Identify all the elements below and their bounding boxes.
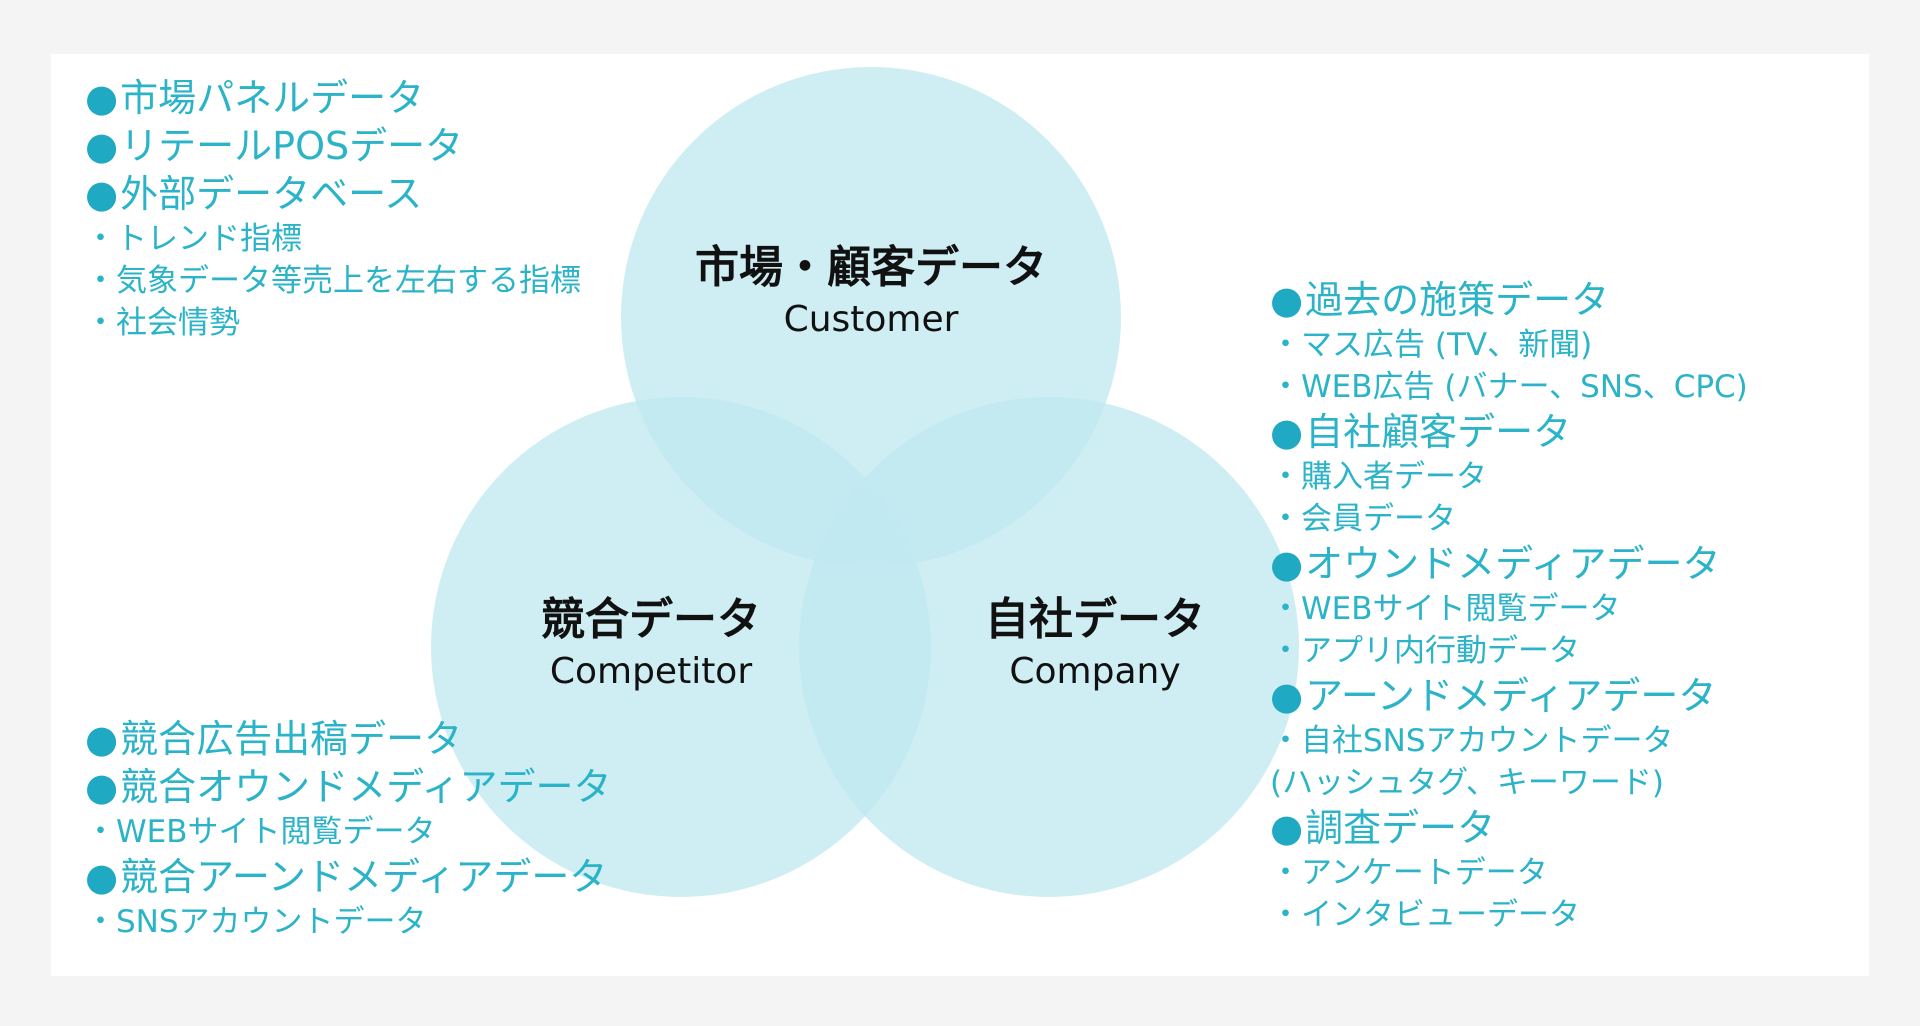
company-data-list: 過去の施策データ マス広告 (TV、新聞) WEB広告 (バナー、SNS、CPC… xyxy=(1270,276,1748,936)
list-item: トレンド指標 xyxy=(85,218,581,260)
list-heading: 競合アーンドメディアデータ xyxy=(85,853,612,901)
competitor-label: 競合データ Competitor xyxy=(541,592,761,696)
company-subtitle: Company xyxy=(1009,651,1181,692)
list-item: WEBサイト閲覧データ xyxy=(85,811,612,853)
competitor-data-list: 競合広告出稿データ 競合オウンドメディアデータ WEBサイト閲覧データ 競合アー… xyxy=(85,715,612,943)
list-item: 会員データ xyxy=(1270,498,1748,540)
competitor-title: 競合データ xyxy=(541,594,761,645)
competitor-subtitle: Competitor xyxy=(549,651,753,692)
list-heading: アーンドメディアデータ xyxy=(1270,672,1748,720)
list-item: WEBサイト閲覧データ xyxy=(1270,588,1748,630)
list-heading: 自社顧客データ xyxy=(1270,408,1748,456)
customer-data-list: 市場パネルデータ リテールPOSデータ 外部データベース トレンド指標 気象デー… xyxy=(85,74,581,344)
list-item: WEB広告 (バナー、SNS、CPC) xyxy=(1270,366,1748,408)
company-circle xyxy=(799,397,1299,897)
list-heading: 競合オウンドメディアデータ xyxy=(85,763,611,811)
list-item: 自社SNSアカウントデータ xyxy=(1270,720,1748,762)
list-item: インタビューデータ xyxy=(1270,894,1748,936)
customer-title: 市場・顧客データ xyxy=(695,242,1047,293)
list-heading: 調査データ xyxy=(1270,804,1748,852)
list-item: 購入者データ xyxy=(1270,456,1748,498)
list-item: 社会情勢 xyxy=(85,302,581,344)
list-heading: 競合広告出稿データ xyxy=(85,715,612,763)
list-item: マス広告 (TV、新聞) xyxy=(1270,324,1748,366)
list-heading: 市場パネルデータ xyxy=(85,74,581,122)
company-title: 自社データ xyxy=(985,594,1205,645)
list-heading: 過去の施策データ xyxy=(1270,276,1748,324)
company-label: 自社データ Company xyxy=(985,592,1205,696)
list-item: (ハッシュタグ、キーワード) xyxy=(1270,765,1665,801)
list-heading: リテールPOSデータ xyxy=(85,122,581,170)
customer-subtitle: Customer xyxy=(783,299,959,340)
list-item: 気象データ等売上を左右する指標 xyxy=(85,260,581,302)
list-item: アプリ内行動データ xyxy=(1270,630,1748,672)
list-item: SNSアカウントデータ xyxy=(85,901,612,943)
customer-label: 市場・顧客データ Customer xyxy=(695,240,1047,344)
list-heading: 外部データベース xyxy=(85,170,581,218)
list-heading: オウンドメディアデータ xyxy=(1270,540,1748,588)
list-item: アンケートデータ xyxy=(1270,852,1748,894)
